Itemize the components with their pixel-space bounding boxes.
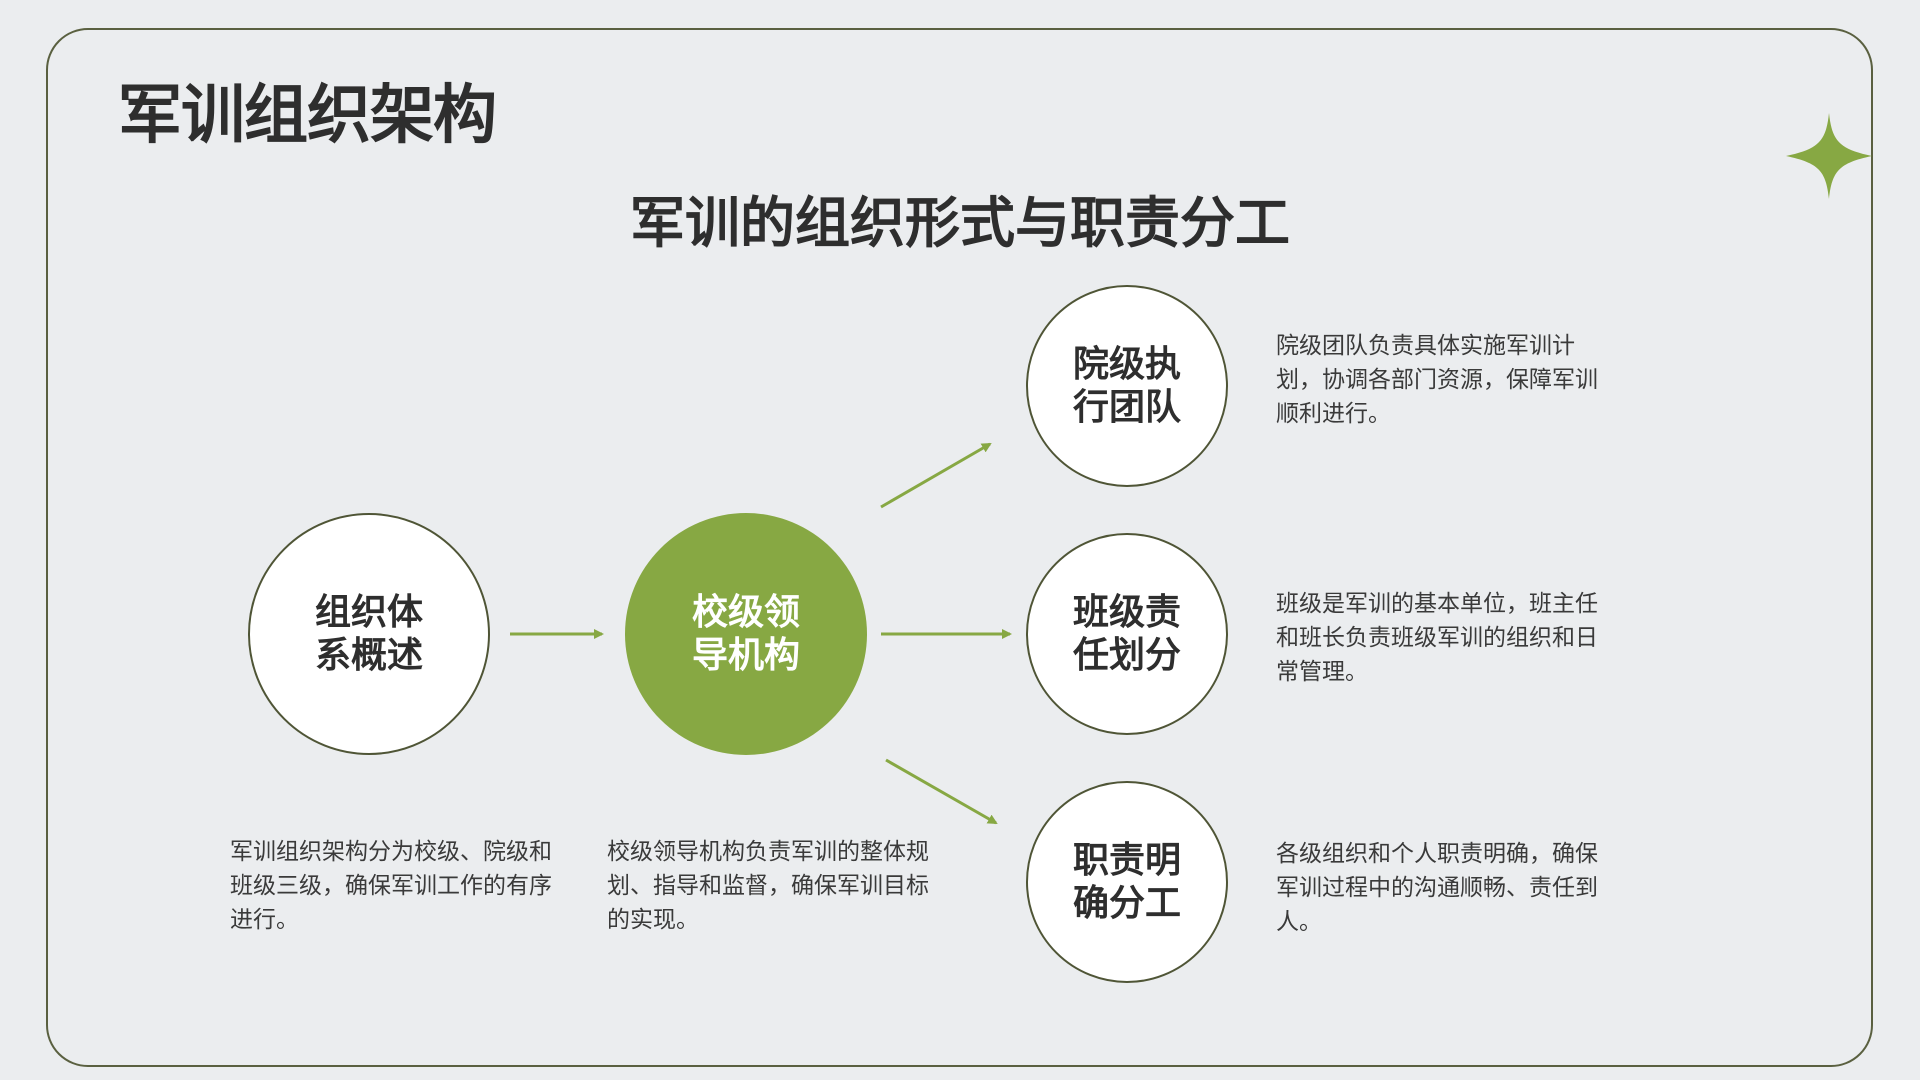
node-class-label: 班级责任划分 — [1072, 592, 1181, 676]
node-duty-label: 职责明确分工 — [1072, 840, 1181, 924]
node-college-label: 院级执行团队 — [1072, 344, 1181, 428]
node-overview: 组织体系概述 — [248, 513, 490, 755]
node-school-description: 校级领导机构负责军训的整体规划、指导和监督，确保军训目标的实现。 — [607, 839, 929, 933]
node-duty-description: 各级组织和个人职责明确，确保军训过程中的沟通顺畅、责任到人。 — [1276, 841, 1598, 935]
node-class: 班级责任划分 — [1026, 533, 1228, 735]
node-school-label: 校级领导机构 — [691, 592, 800, 676]
node-college-description: 院级团队负责具体实施军训计划，协调各部门资源，保障军训顺利进行。 — [1276, 333, 1598, 427]
slide-subtitle: 军训的组织形式与职责分工 — [629, 191, 1290, 255]
node-overview-label: 组织体系概述 — [314, 592, 423, 676]
node-duty: 职责明确分工 — [1026, 781, 1228, 983]
slide-frame — [46, 28, 1873, 1067]
four-point-star-icon — [1786, 113, 1872, 199]
node-class-description: 班级是军训的基本单位，班主任和班长负责班级军训的组织和日常管理。 — [1276, 591, 1598, 685]
node-school: 校级领导机构 — [625, 513, 867, 755]
slide-title: 军训组织架构 — [118, 79, 497, 153]
node-overview-description: 军训组织架构分为校级、院级和班级三级，确保军训工作的有序进行。 — [230, 839, 552, 933]
node-college: 院级执行团队 — [1026, 285, 1228, 487]
